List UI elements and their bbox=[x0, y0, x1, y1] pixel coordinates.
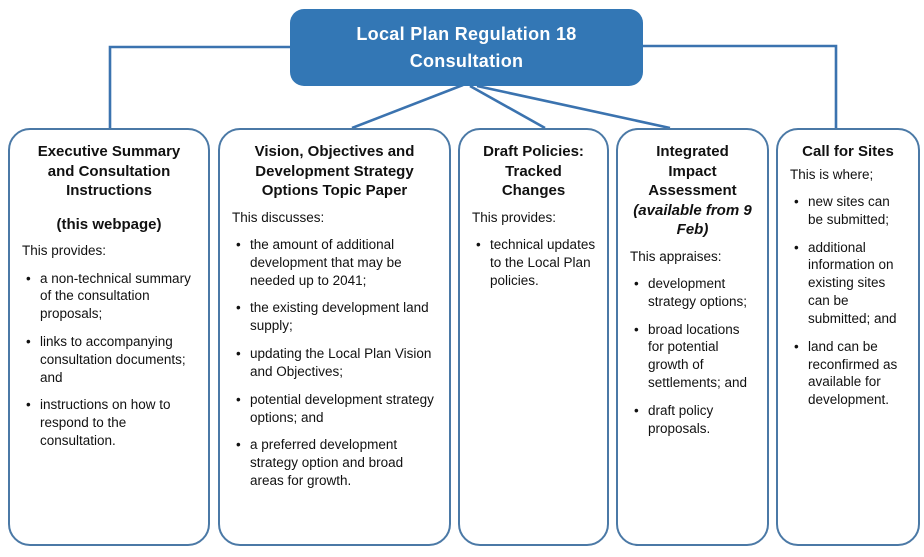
bullet-item: • instructions on how to respond to the c… bbox=[21, 396, 197, 449]
node-draft-policies-tracked-changes: Draft Policies: Tracked Changes This pro… bbox=[458, 128, 609, 546]
bullet-dot-icon: • bbox=[476, 237, 481, 253]
connector-elbow-right bbox=[642, 44, 838, 128]
bullet-text: land can be reconfirmed as available for… bbox=[808, 338, 898, 408]
bullet-dot-icon: • bbox=[26, 397, 31, 413]
bullet-item: • potential development strategy options;… bbox=[231, 391, 438, 427]
bullet-list: • the amount of additional development th… bbox=[231, 236, 438, 490]
node-title: Vision, Objectives and Development Strat… bbox=[254, 143, 415, 199]
bullet-dot-icon: • bbox=[634, 276, 639, 292]
bullet-text: draft policy proposals. bbox=[648, 402, 714, 436]
bullet-item: • the amount of additional development th… bbox=[231, 236, 438, 289]
bullet-list: • development strategy options; • broad loc… bbox=[629, 275, 756, 438]
bullet-item: • links to accompanying consultation docu… bbox=[21, 333, 197, 386]
bullet-text: a preferred development strategy option … bbox=[250, 437, 404, 488]
bullet-text: potential development strategy options; … bbox=[250, 391, 434, 425]
bullet-item: • draft policy proposals. bbox=[629, 402, 756, 438]
bullet-text: updating the Local Plan Vision and Objec… bbox=[250, 346, 432, 379]
node-title: Call for Sites bbox=[802, 143, 894, 160]
connector-elbow-left bbox=[108, 45, 291, 128]
bullet-list: • new sites can be submitted; • additional … bbox=[789, 193, 907, 409]
node-call-for-sites: Call for Sites This is where; • new sites… bbox=[776, 128, 920, 546]
bullet-item: • land can be reconfirmed as available fo… bbox=[789, 338, 907, 409]
bullet-dot-icon: • bbox=[236, 391, 241, 407]
bullet-dot-icon: • bbox=[794, 239, 799, 255]
node-subtitle: (available from 9 Feb) bbox=[633, 201, 752, 239]
bullet-list: • technical updates to the Local Plan pol… bbox=[471, 236, 596, 289]
connector-diagonal-3 bbox=[476, 84, 671, 130]
bullet-text: the existing development land supply; bbox=[250, 300, 429, 334]
node-intro: This discusses: bbox=[232, 209, 325, 225]
node-intro: This provides: bbox=[472, 209, 557, 225]
bullet-item: • a preferred development strategy option… bbox=[231, 436, 438, 489]
bullet-item: • updating the Local Plan Vision and Obje… bbox=[231, 345, 438, 381]
bullet-dot-icon: • bbox=[794, 338, 799, 354]
bullet-text: a non-technical summary of the consultat… bbox=[40, 270, 191, 322]
bullet-item: • technical updates to the Local Plan pol… bbox=[471, 236, 596, 289]
root-title-line1: Local Plan Regulation 18 bbox=[356, 24, 577, 45]
node-intro: This appraises: bbox=[630, 248, 722, 264]
node-title: Draft Policies: Tracked Changes bbox=[483, 143, 584, 199]
bullet-text: the amount of additional development tha… bbox=[250, 237, 402, 288]
root-node-local-plan-consultation: Local Plan Regulation 18 Consultation bbox=[290, 9, 643, 86]
bullet-dot-icon: • bbox=[634, 402, 639, 418]
node-vision-objectives-topic-paper: Vision, Objectives and Development Strat… bbox=[218, 128, 451, 546]
bullet-item: • development strategy options; bbox=[629, 275, 756, 311]
bullet-dot-icon: • bbox=[26, 333, 31, 349]
bullet-text: broad locations for potential growth of … bbox=[648, 321, 748, 391]
bullet-item: • the existing development land supply; bbox=[231, 299, 438, 335]
bullet-item: • broad locations for potential growth of… bbox=[629, 321, 756, 392]
node-intro: This is where; bbox=[790, 166, 874, 182]
bullet-dot-icon: • bbox=[236, 437, 241, 453]
bullet-dot-icon: • bbox=[634, 321, 639, 337]
bullet-dot-icon: • bbox=[794, 194, 799, 210]
bullet-text: technical updates to the Local Plan poli… bbox=[490, 237, 596, 288]
bullet-item: • new sites can be submitted; bbox=[789, 193, 907, 229]
bullet-dot-icon: • bbox=[26, 270, 31, 286]
bullet-text: additional information on existing sites… bbox=[808, 239, 897, 326]
bullet-text: new sites can be submitted; bbox=[808, 194, 890, 227]
bullet-item: • additional information on existing site… bbox=[789, 239, 907, 328]
node-executive-summary: Executive Summary and Consultation Instr… bbox=[8, 128, 210, 546]
node-intro: This provides: bbox=[22, 243, 107, 258]
bullet-text: development strategy options; bbox=[648, 276, 748, 309]
bullet-item: • a non-technical summary of the consulta… bbox=[21, 270, 197, 323]
bullet-dot-icon: • bbox=[236, 300, 241, 316]
bullet-text: links to accompanying consultation docum… bbox=[40, 333, 186, 385]
bullet-dot-icon: • bbox=[236, 346, 241, 362]
bullet-dot-icon: • bbox=[236, 237, 241, 253]
bullet-text: instructions on how to respond to the co… bbox=[40, 397, 171, 449]
node-title: Integrated Impact Assessment bbox=[648, 143, 737, 199]
bullet-list: • a non-technical summary of the consulta… bbox=[21, 270, 197, 450]
root-title-line2: Consultation bbox=[409, 50, 524, 71]
node-integrated-impact-assessment: Integrated Impact Assessment (available … bbox=[616, 128, 769, 546]
node-subtitle: (this webpage) bbox=[56, 215, 162, 233]
node-title: Executive Summary and Consultation Instr… bbox=[37, 143, 181, 199]
connector-diagonal-1 bbox=[351, 83, 464, 130]
connector-diagonal-2 bbox=[469, 84, 546, 130]
